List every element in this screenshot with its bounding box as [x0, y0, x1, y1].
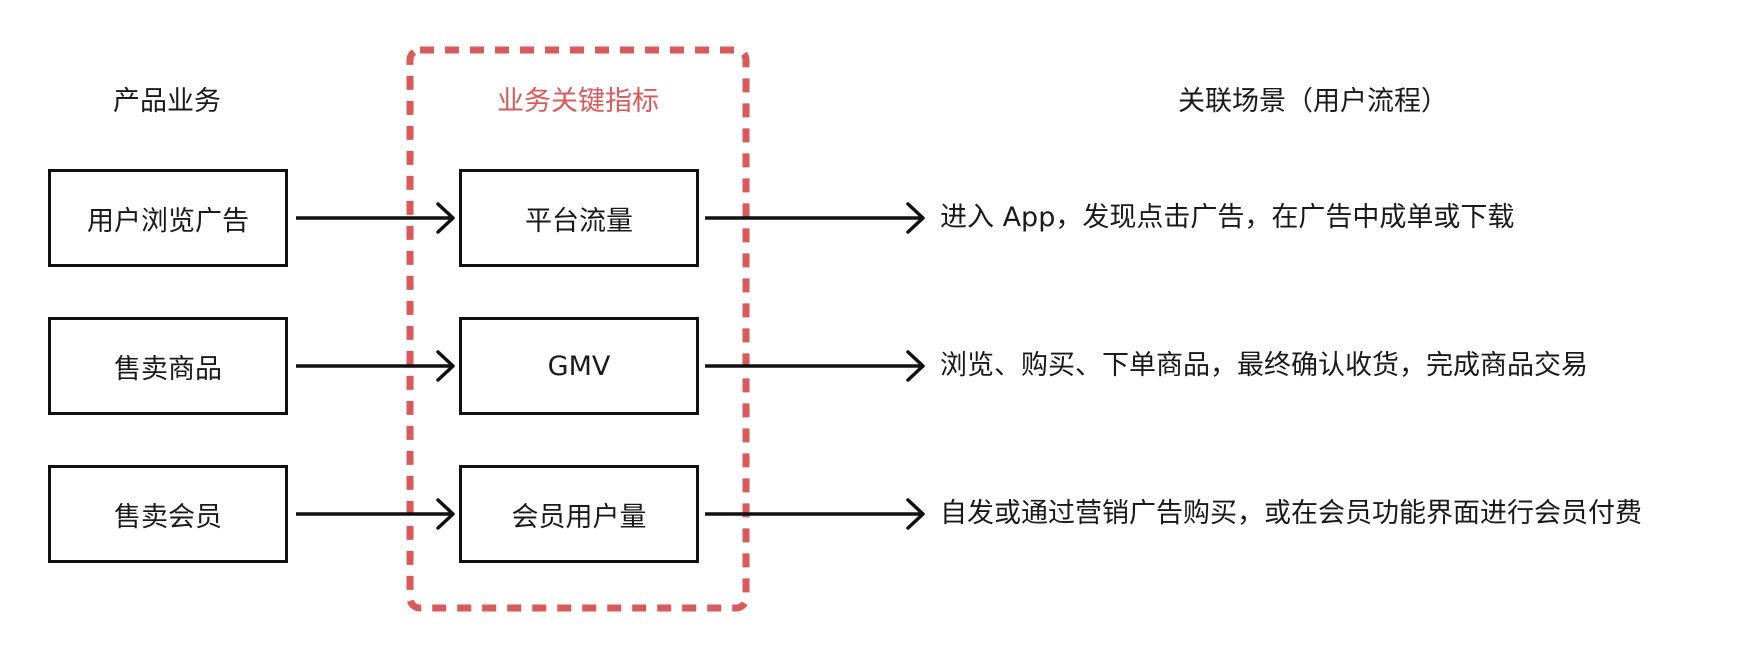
metric-box-2: GMV — [459, 317, 699, 415]
scene-text-3: 自发或通过营销广告购买，或在会员功能界面进行会员付费 — [940, 498, 1642, 529]
arrowhead-metric-1 — [436, 202, 455, 234]
business-label-3: 售卖会员 — [114, 501, 222, 533]
arrowhead-metric-3 — [436, 498, 455, 530]
arrowhead-metric-2 — [436, 350, 455, 382]
arrowhead-scene-3 — [906, 498, 925, 530]
metric-label-3: 会员用户量 — [511, 501, 647, 533]
business-label-2: 售卖商品 — [114, 353, 222, 385]
business-label-1: 用户浏览广告 — [87, 205, 249, 237]
business-box-3: 售卖会员 — [48, 465, 288, 563]
metric-box-1: 平台流量 — [459, 169, 699, 267]
metrics-highlight-region — [406, 46, 750, 612]
business-box-1: 用户浏览广告 — [48, 169, 288, 267]
scenes-column-header: 关联场景（用户流程） — [1178, 86, 1448, 117]
scene-text-2: 浏览、购买、下单商品，最终确认收货，完成商品交易 — [940, 350, 1588, 381]
business-column-header: 产品业务 — [113, 86, 221, 117]
metric-box-3: 会员用户量 — [459, 465, 699, 563]
scene-text-1: 进入 App，发现点击广告，在广告中成单或下载 — [940, 202, 1515, 233]
metric-label-1: 平台流量 — [525, 205, 633, 237]
business-box-2: 售卖商品 — [48, 317, 288, 415]
arrowhead-scene-2 — [906, 350, 925, 382]
metrics-column-header: 业务关键指标 — [497, 86, 659, 117]
arrowhead-scene-1 — [906, 202, 925, 234]
metric-label-2: GMV — [547, 350, 611, 382]
